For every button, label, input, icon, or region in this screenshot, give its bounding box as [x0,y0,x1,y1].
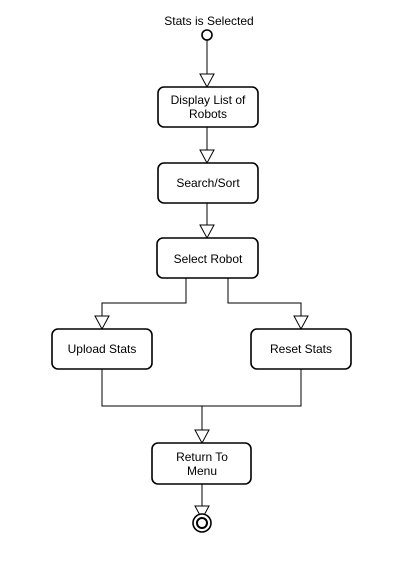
node-upload-stats: Upload Stats [51,328,153,370]
edge-select-to-reset [227,278,302,317]
arrowhead-search [199,149,215,165]
edge-select-to-upload [101,278,187,317]
initial-node [201,29,213,41]
arrowhead-final [194,505,210,521]
node-select-robot: Select Robot [156,237,259,279]
start-label: Stats is Selected [164,14,253,28]
node-reset-stats: Reset Stats [250,328,352,370]
svg-text:Upload Stats: Upload Stats [68,342,137,356]
svg-text:Display List of: Display List of [171,93,246,107]
arrowhead-select [199,224,215,240]
edge-upload-to-join [101,369,202,407]
arrowhead-return [194,429,210,445]
arrowhead-reset [293,315,309,331]
arrowhead-upload [94,315,110,331]
final-node [192,513,212,533]
svg-text:Reset Stats: Reset Stats [270,342,332,356]
arrowhead-display [199,73,215,89]
node-return-menu: Return To Menu [151,442,252,485]
node-search-sort: Search/Sort [157,162,259,204]
node-display-list: Display List of Robots [157,86,259,128]
edge-reset-to-join [202,369,302,407]
svg-text:Select Robot: Select Robot [174,252,243,266]
svg-text:Menu: Menu [187,464,217,478]
svg-text:Return To: Return To [176,450,228,464]
svg-text:Robots: Robots [189,107,227,121]
svg-text:Search/Sort: Search/Sort [176,176,240,190]
